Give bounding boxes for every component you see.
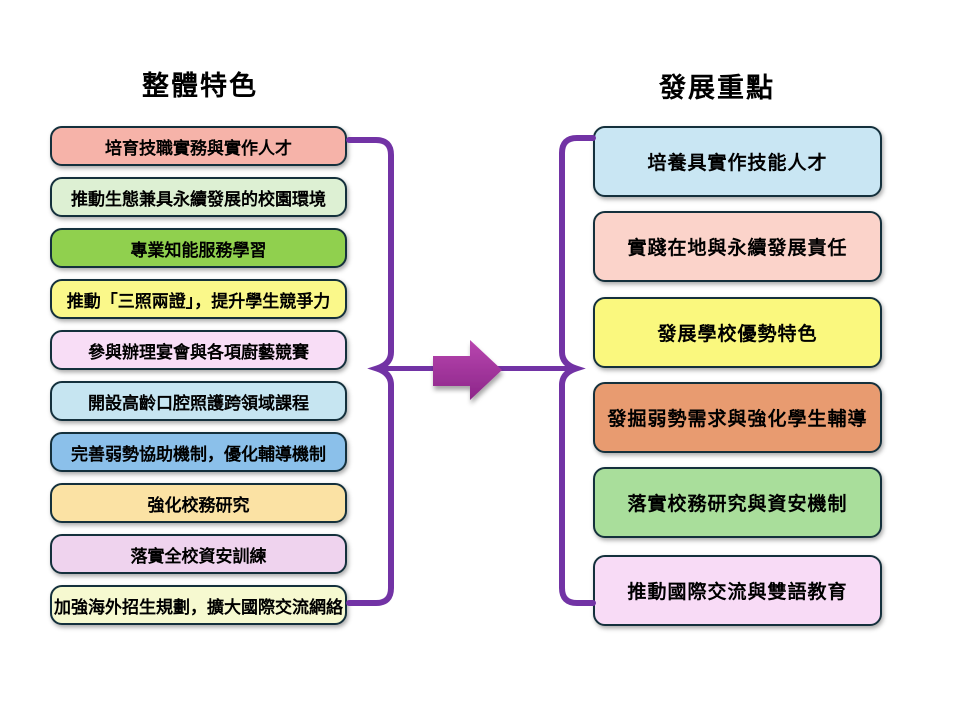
right-column-title: 發展重點	[659, 73, 775, 103]
left-column-title: 整體特色	[142, 71, 258, 101]
feature-box: 加強海外招生規劃，擴大國際交流網絡	[50, 585, 347, 625]
focus-box: 推動國際交流與雙語教育	[593, 555, 882, 626]
feature-box: 專業知能服務學習	[50, 228, 347, 268]
right-arrow-icon	[433, 340, 502, 400]
left-brace-icon	[346, 137, 394, 606]
feature-box: 推動「三照兩證」，提升學生競爭力	[50, 279, 347, 319]
focus-box: 發掘弱勢需求與強化學生輔導	[593, 382, 882, 453]
focus-box: 實踐在地與永續發展責任	[593, 211, 882, 282]
feature-box: 培育技職實務與實作人才	[50, 126, 347, 166]
focus-box: 落實校務研究與資安機制	[593, 467, 882, 538]
feature-box: 推動生態兼具永續發展的校園環境	[50, 177, 347, 217]
feature-box: 完善弱勢協助機制，優化輔導機制	[50, 432, 347, 472]
feature-box: 參與辦理宴會與各項廚藝競賽	[50, 330, 347, 370]
feature-box: 強化校務研究	[50, 483, 347, 523]
feature-box: 開設高齡口腔照護跨領域課程	[50, 381, 347, 421]
feature-box: 落實全校資安訓練	[50, 534, 347, 574]
right-brace-icon	[559, 135, 596, 606]
focus-box: 發展學校優勢特色	[593, 297, 882, 368]
focus-box: 培養具實作技能人才	[593, 126, 882, 197]
